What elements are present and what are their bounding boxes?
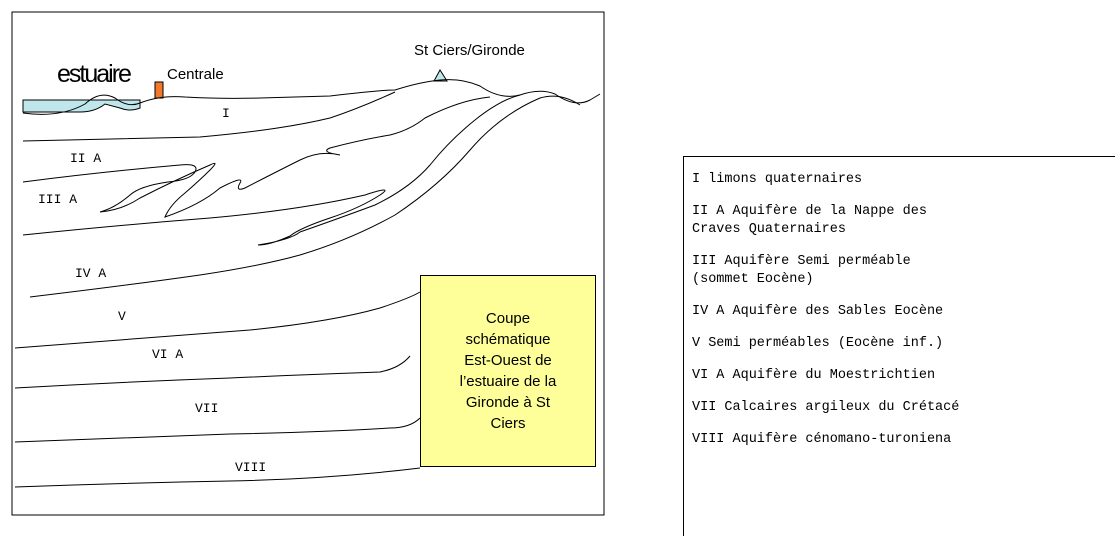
caption-box: Coupe schématique Est-Ouest de l’estuair… (420, 275, 596, 467)
diagram-frame (11, 11, 605, 516)
boundary-6 (14, 355, 411, 389)
centrale-marker (154, 81, 164, 99)
legend-item: VII Calcaires argileux du Crétacé (692, 400, 960, 415)
st-ciers-marker (433, 69, 448, 82)
layer-label-iv-a: IV A (75, 266, 106, 281)
boundary-8 (14, 467, 421, 488)
layer-label-i: I (222, 106, 230, 121)
legend-item: V Semi perméables (Eocène inf.) (692, 336, 944, 351)
legend-item: VI A Aquifère du Moestrichtien (692, 368, 936, 383)
layer-label-ii-a: II A (70, 151, 101, 166)
legend-box: I limons quaternaires II A Aquifère de l… (683, 156, 1115, 536)
boundary-5 (14, 291, 421, 349)
boundary-4 (29, 95, 581, 298)
boundary-3 (22, 94, 521, 246)
centrale-label: Centrale (167, 66, 224, 83)
boundary-2 (22, 96, 491, 218)
layer-label-viii: VIII (235, 460, 266, 475)
caption-text: Coupe schématique Est-Ouest de l’estuair… (459, 310, 557, 432)
layer-label-vii: VII (195, 401, 218, 416)
boundary-1 (22, 91, 396, 142)
estuaire-label: estuaire (57, 60, 131, 88)
legend-item: VIII Aquifère cénomano-turoniena (692, 432, 952, 447)
legend-item: IV A Aquifère des Sables Eocène (692, 304, 944, 319)
legend-item: II A Aquifère de la Nappe des Craves Qua… (692, 204, 927, 237)
legend-item: I limons quaternaires (692, 172, 863, 187)
layer-label-vi-a: VI A (152, 347, 183, 362)
boundary-7 (14, 417, 421, 443)
st-ciers-label: St Ciers/Gironde (414, 42, 525, 59)
ground-surface (22, 79, 601, 115)
layer-label-v: V (118, 309, 126, 324)
layer-label-iii-a: III A (38, 192, 77, 207)
legend-item: III Aquifère Semi perméable (sommet Eocè… (692, 254, 911, 287)
